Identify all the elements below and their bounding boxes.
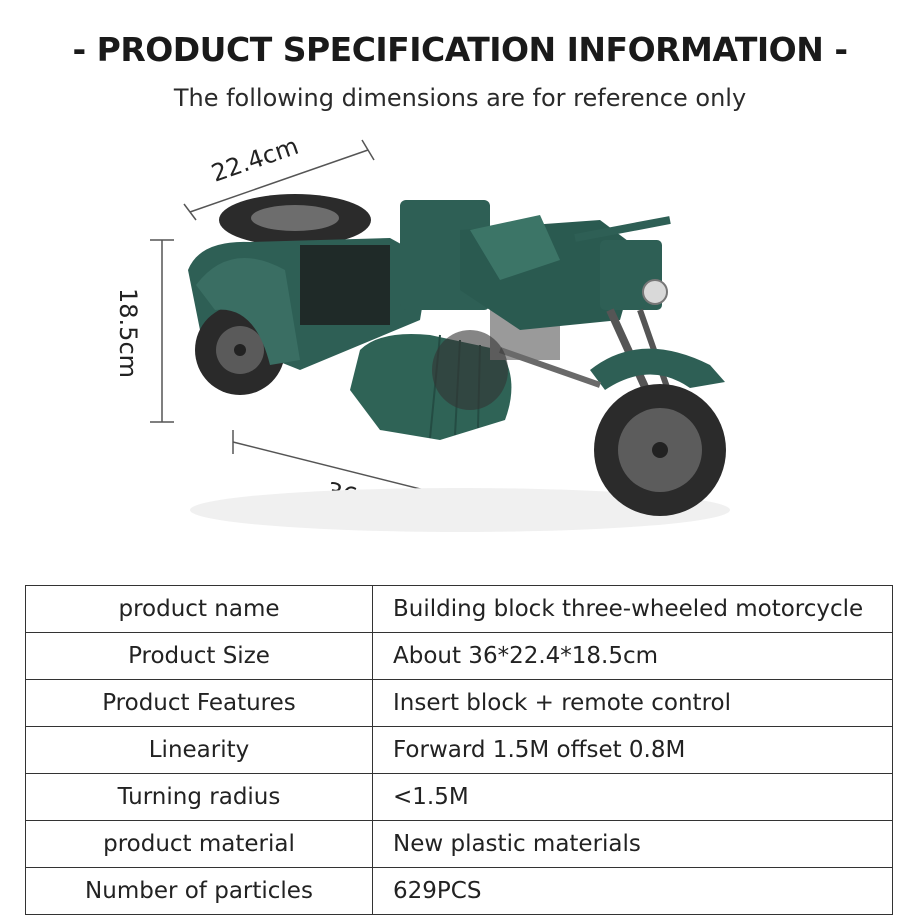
spec-value: Forward 1.5M offset 0.8M xyxy=(372,726,893,774)
table-row: product material New plastic materials xyxy=(25,820,893,868)
page-subtitle: The following dimensions are for referen… xyxy=(173,84,747,112)
spec-label: Linearity xyxy=(25,726,373,774)
spec-label: Number of particles xyxy=(25,867,373,915)
table-row: product name Building block three-wheele… xyxy=(25,585,893,633)
spec-value: New plastic materials xyxy=(372,820,893,868)
spec-value: 629PCS xyxy=(372,867,893,915)
product-illustration: 22.4cm 18.5cm 36cm xyxy=(114,132,730,532)
dimension-width xyxy=(183,139,375,221)
table-row: Product Features Insert block + remote c… xyxy=(25,679,893,727)
motorcycle-sidecar-icon xyxy=(188,194,730,532)
spec-value: Building block three-wheeled motorcycle xyxy=(372,585,893,633)
table-row: Turning radius <1.5M xyxy=(25,773,893,821)
spec-table: product name Building block three-wheele… xyxy=(25,585,893,915)
dimension-height xyxy=(150,239,174,423)
spec-label: product material xyxy=(25,820,373,868)
spec-value: <1.5M xyxy=(372,773,893,821)
spec-label: Product Features xyxy=(25,679,373,727)
spec-value: Insert block + remote control xyxy=(372,679,893,727)
page-title: - PRODUCT SPECIFICATION INFORMATION - xyxy=(72,30,848,69)
spec-label: Product Size xyxy=(25,632,373,680)
dimension-width-label: 22.4cm xyxy=(208,132,302,188)
dimension-height-label: 18.5cm xyxy=(114,288,142,378)
spec-value: About 36*22.4*18.5cm xyxy=(372,632,893,680)
spec-label: Turning radius xyxy=(25,773,373,821)
spec-label: product name xyxy=(25,585,373,633)
table-row: Product Size About 36*22.4*18.5cm xyxy=(25,632,893,680)
table-row: Number of particles 629PCS xyxy=(25,867,893,915)
table-row: Linearity Forward 1.5M offset 0.8M xyxy=(25,726,893,774)
